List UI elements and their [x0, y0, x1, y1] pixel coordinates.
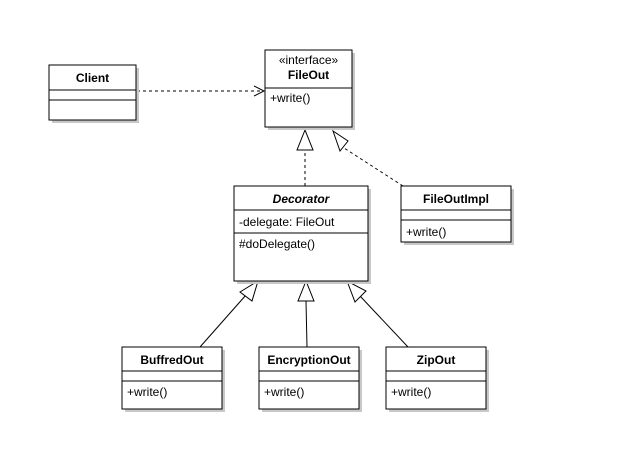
- generalization-line: [359, 295, 409, 348]
- class-box: [400, 185, 512, 243]
- open-arrowhead: [253, 85, 266, 97]
- class-fileout[interactable]: «interface» FileOut +write(): [264, 49, 355, 130]
- generalization-zipout-decorator: [346, 279, 409, 348]
- class-zipout[interactable]: ZipOut +write(): [385, 346, 489, 412]
- realization-line: [343, 147, 404, 187]
- hollow-triangle-arrowhead: [296, 128, 314, 151]
- class-name: EncryptionOut: [267, 353, 350, 367]
- hollow-triangle-arrowhead: [297, 279, 315, 302]
- class-operation: +write(): [264, 385, 304, 399]
- class-operation: #doDelegate(): [239, 237, 315, 251]
- class-operation: +write(): [270, 91, 310, 105]
- class-operation: +write(): [127, 385, 167, 399]
- generalization-line: [305, 300, 308, 348]
- class-name: BuffredOut: [140, 353, 203, 367]
- class-box: [121, 346, 223, 410]
- class-name: Decorator: [273, 192, 331, 206]
- class-name: Client: [76, 71, 109, 85]
- class-operation: +write(): [406, 225, 446, 239]
- class-name: FileOut: [288, 68, 329, 82]
- class-box: [385, 346, 487, 410]
- class-encryptionout[interactable]: EncryptionOut +write(): [258, 346, 362, 412]
- class-stereotype: «interface»: [279, 53, 339, 67]
- realization-fileoutimpl-fileout: [332, 129, 404, 187]
- dependency-client-fileout: [137, 85, 266, 97]
- generalization-encryptionout-decorator: [297, 279, 315, 348]
- class-client[interactable]: Client: [48, 64, 139, 123]
- class-name: FileOutImpl: [423, 192, 489, 206]
- hollow-triangle-arrowhead: [239, 279, 259, 302]
- hollow-triangle-arrowhead: [346, 279, 367, 303]
- hollow-triangle-arrowhead: [332, 129, 349, 153]
- class-box: [48, 64, 137, 121]
- class-attribute: -delegate: FileOut: [239, 215, 335, 229]
- class-buffredout[interactable]: BuffredOut +write(): [121, 346, 225, 412]
- generalization-line: [199, 294, 247, 348]
- realization-decorator-fileout: [296, 128, 314, 186]
- class-operation: +write(): [391, 385, 431, 399]
- class-decorator[interactable]: Decorator -delegate: FileOut #doDelegate…: [233, 185, 371, 284]
- generalization-buffredout-decorator: [199, 279, 259, 348]
- class-fileoutimpl[interactable]: FileOutImpl +write(): [400, 185, 514, 245]
- class-box: [258, 346, 360, 410]
- class-name: ZipOut: [417, 353, 456, 367]
